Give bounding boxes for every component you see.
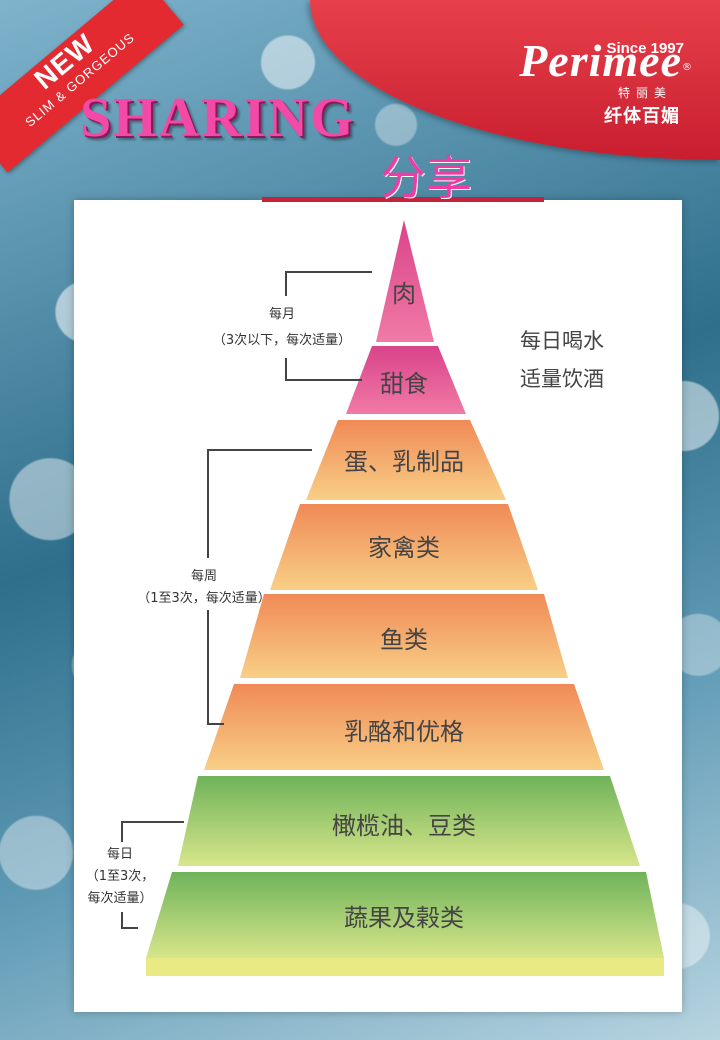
tier-label-cheese-yogurt: 乳酪和优格 (344, 718, 464, 746)
tier-label-fish: 鱼类 (380, 626, 428, 654)
panel-accent-bar (262, 197, 544, 202)
registered-mark: ® (682, 62, 692, 73)
tier-poultry (270, 504, 538, 590)
tier-eggs-dairy (306, 420, 506, 500)
side-text-water: 每日喝水 (520, 329, 604, 353)
pyramid-base (146, 958, 664, 976)
tier-meat (376, 220, 434, 342)
tier-fish (240, 594, 568, 678)
note-daily-detail-2: 每次适量） (87, 890, 152, 906)
tier-vegetables-grains (146, 872, 664, 958)
tier-label-vegetables-grains: 蔬果及榖类 (344, 904, 464, 932)
tier-label-poultry: 家禽类 (368, 534, 440, 562)
tier-label-meat: 肉 (392, 280, 416, 308)
bracket-daily (121, 821, 184, 929)
note-monthly-detail: （3次以下，每次适量） (213, 332, 351, 348)
bracket-monthly (285, 271, 372, 381)
note-monthly-title: 每月 (269, 306, 295, 322)
tier-cheese-yogurt (204, 684, 604, 770)
side-text-wine: 适量饮酒 (520, 367, 604, 391)
tier-olive-beans (178, 776, 640, 866)
tier-label-sweets: 甜食 (380, 370, 428, 398)
title-chinese: 分享 (380, 151, 472, 205)
brand-sub: 特丽美 (617, 86, 672, 100)
bracket-weekly (207, 449, 312, 725)
tier-sweets (346, 346, 466, 414)
note-weekly-title: 每周 (191, 568, 217, 584)
note-weekly-detail: （1至3次，每次适量） (137, 590, 271, 606)
brand-since: Since 1997 (606, 40, 684, 57)
note-daily-detail-1: （1至3次， (86, 868, 155, 884)
title-sharing: SHARING (80, 87, 356, 149)
brand-chinese-name: 纤体百媚 (604, 106, 680, 127)
brand-logo: Perimee (519, 35, 682, 86)
tier-label-olive-beans: 橄榄油、豆类 (332, 812, 476, 840)
note-daily-title: 每日 (107, 846, 133, 862)
tier-label-eggs-dairy: 蛋、乳制品 (344, 448, 464, 476)
